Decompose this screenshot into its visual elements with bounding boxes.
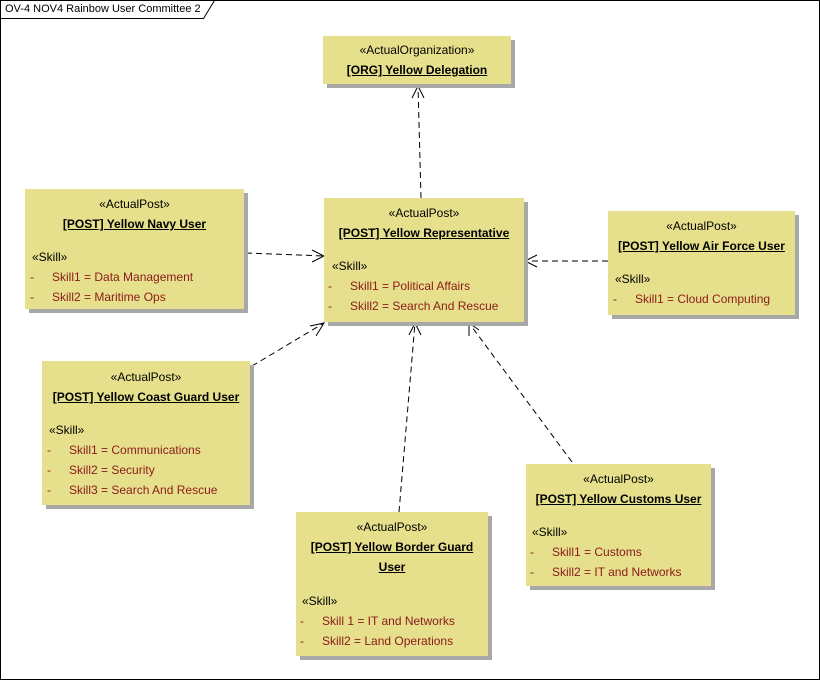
- skill-item: -Skill2 = Maritime Ops: [30, 290, 166, 304]
- node-yellow-delegation[interactable]: «ActualOrganization» [ORG] Yellow Delega…: [323, 36, 511, 84]
- skill-item: -Skill1 = Cloud Computing: [613, 292, 771, 306]
- stereotype-label: «ActualPost»: [388, 206, 460, 220]
- skill-item: -Skill2 = Land Operations: [300, 634, 454, 648]
- node-yellow-border-guard-user[interactable]: «ActualPost» [POST] Yellow Border Guard …: [296, 512, 488, 656]
- skills-header: «Skill»: [302, 594, 338, 608]
- node-title: [POST] Yellow Navy User: [62, 217, 207, 231]
- arrowhead-from-coastguard: [309, 322, 326, 337]
- node-title: [POST] Yellow Border Guard User: [310, 540, 474, 574]
- skill-item: -Skill 1 = IT and Networks: [300, 614, 455, 628]
- stereotype-label: «ActualPost»: [666, 219, 737, 233]
- arrowhead-from-borderguard: [408, 321, 422, 336]
- connector-representative-delegation[interactable]: [417, 85, 422, 199]
- skill-item: -Skill3 = Search And Rescue: [47, 483, 218, 497]
- node-title: [POST] Yellow Representative: [338, 226, 510, 240]
- node-yellow-customs-user[interactable]: «ActualPost» [POST] Yellow Customs User …: [526, 464, 711, 586]
- skills-header: «Skill»: [332, 259, 368, 273]
- stereotype-label: «ActualPost»: [583, 472, 654, 486]
- skills-header: «Skill»: [532, 525, 568, 539]
- node-yellow-coast-guard-user[interactable]: «ActualPost» [POST] Yellow Coast Guard U…: [42, 361, 250, 505]
- skill-item: -Skill2 = Security: [47, 463, 155, 477]
- node-yellow-representative[interactable]: «ActualPost» [POST] Yellow Representativ…: [324, 198, 524, 322]
- stereotype-label: «ActualPost»: [110, 370, 182, 384]
- stereotype-label: «ActualPost»: [356, 520, 428, 534]
- connector-borderguard-representative[interactable]: [398, 322, 416, 513]
- node-yellow-navy-user[interactable]: «ActualPost» [POST] Yellow Navy User «Sk…: [25, 189, 244, 309]
- skill-item: -Skill1 = Customs: [530, 545, 642, 559]
- stereotype-label: «ActualPost»: [99, 197, 170, 211]
- connector-navy-representative[interactable]: [245, 252, 325, 257]
- skills-header: «Skill»: [49, 423, 85, 437]
- node-title: [POST] Yellow Coast Guard User: [52, 390, 240, 404]
- node-yellow-air-force-user[interactable]: «ActualPost» [POST] Yellow Air Force Use…: [608, 211, 795, 315]
- node-title: [ORG] Yellow Delegation: [346, 63, 488, 77]
- skills-header: «Skill»: [615, 272, 651, 286]
- skills-header: «Skill»: [32, 250, 68, 264]
- skill-item: -Skill1 = Political Affairs: [328, 279, 471, 293]
- skill-item: -Skill2 = IT and Networks: [530, 565, 682, 579]
- connector-customs-representative[interactable]: [468, 322, 573, 463]
- arrowhead-from-airforce: [523, 254, 538, 268]
- diagram-title: OV-4 NOV4 Rainbow User Committee 2: [5, 3, 201, 15]
- skill-item: -Skill2 = Search And Rescue: [328, 299, 499, 313]
- connector-coastguard-representative[interactable]: [251, 322, 325, 367]
- stereotype-label: «ActualOrganization»: [359, 43, 475, 57]
- diagram-title-tab: OV-4 NOV4 Rainbow User Committee 2: [0, 0, 220, 19]
- title-tab-outline: [0, 0, 215, 19]
- skill-item: -Skill1 = Data Management: [30, 270, 194, 284]
- arrowhead-delegation: [411, 84, 425, 99]
- node-title: [POST] Yellow Customs User: [535, 492, 702, 506]
- arrowhead-from-customs: [468, 322, 480, 336]
- skill-item: -Skill1 = Communications: [47, 443, 201, 457]
- node-title: [POST] Yellow Air Force User: [618, 239, 785, 253]
